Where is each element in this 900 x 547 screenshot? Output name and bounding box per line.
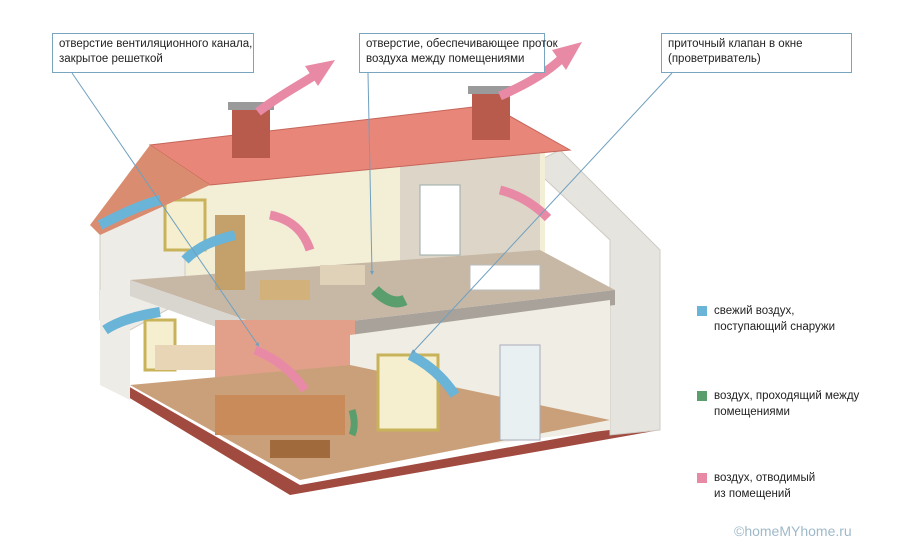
callout-text: закрытое решеткой (59, 53, 163, 65)
legend-label: воздух, проходящий между помещениями (714, 390, 860, 418)
fresh-arrow-upper-left (97, 195, 162, 230)
callout-text: приточный клапан в окне (668, 38, 803, 50)
callout-text: отверстие, обеспечивающее проток (366, 38, 558, 50)
chimney-left (232, 108, 270, 158)
bathtub (469, 264, 541, 291)
sofa (155, 345, 215, 370)
legend-swatch-exhaust (697, 473, 707, 483)
upper-floor-edge (275, 290, 615, 348)
upper-left-window (163, 198, 207, 252)
exhaust-arrow-chimney-right (498, 54, 566, 101)
fresh-arrow-lower-left (102, 307, 161, 335)
shower-cabin (499, 344, 541, 441)
bathroom-window (419, 184, 461, 256)
callout-text: воздуха между помещениями (366, 53, 525, 65)
watermark: ©homeMYhome.ru (734, 523, 852, 539)
bed (320, 265, 365, 285)
leader-line-3 (411, 72, 673, 354)
fresh-arrow-lower-window (407, 350, 460, 398)
foundation (100, 370, 660, 495)
leader-line-1 (71, 72, 260, 347)
lower-left-wall (100, 290, 130, 400)
exhaust-arrow-bath (498, 185, 552, 222)
callout-text: (проветриватель) (668, 53, 761, 65)
legend-swatch-fresh (697, 306, 707, 316)
callout-vent-channel: отверстие вентиляционного канала, закрыт… (52, 33, 254, 73)
exhaust-arrow-chimney-left (255, 71, 318, 116)
passing-arrow-lower (348, 408, 358, 437)
legend-label: воздух, отводимый из помещений (714, 472, 816, 500)
legend-label: свежий воздух, поступающий снаружи (714, 305, 836, 333)
chimney-right-cap (468, 86, 514, 94)
bookshelf (215, 215, 245, 290)
exhaust-arrow-chimney-left-head (305, 60, 335, 86)
callout-text: отверстие вентиляционного канала, (59, 38, 253, 50)
callout-air-passage: отверстие, обеспечивающее проток воздуха… (359, 33, 558, 73)
callout-window-valve: приточный клапан в окне (проветриватель) (661, 33, 852, 73)
leader-line-2 (367, 72, 374, 275)
legend-swatch-passing (697, 391, 707, 401)
chimney-left-cap (228, 102, 274, 110)
exhaust-arrow-chimney-right-head (552, 42, 582, 70)
exhaust-arrow-upper (268, 210, 315, 252)
dining-table (270, 440, 330, 458)
exhaust-arrow-kitchen (253, 345, 309, 393)
desk (260, 280, 310, 300)
chimney-right (472, 92, 510, 140)
kitchen-counter (215, 395, 345, 435)
passing-arrow-upper (371, 286, 408, 308)
lower-floor (130, 365, 610, 480)
fresh-arrow-upper-window (181, 230, 237, 264)
